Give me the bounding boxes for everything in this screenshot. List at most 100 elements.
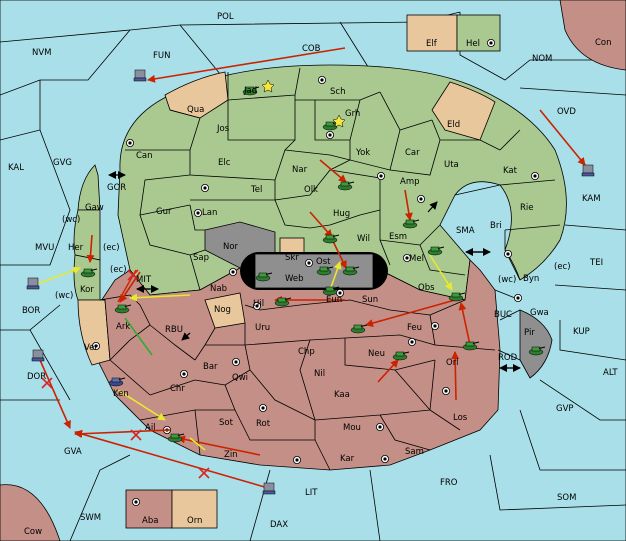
label-gor: GOR	[107, 183, 126, 193]
label-eld: Eld	[447, 120, 460, 130]
label-nor: Nor	[223, 242, 239, 252]
sea-borders	[0, 11, 626, 541]
label-sam: Sam	[405, 447, 424, 457]
label-ail: Ail	[145, 423, 156, 433]
label-uta: Uta	[444, 160, 459, 170]
label-zin: Zin	[224, 450, 238, 460]
province-eld[interactable]	[431, 81, 496, 141]
province-aba[interactable]	[125, 489, 173, 529]
label-bor: BOR	[22, 306, 40, 316]
label-feu: Feu	[407, 323, 422, 333]
label-gaw: Gaw	[85, 203, 104, 213]
label-rbu: RBU	[165, 325, 183, 335]
label-mou: Mou	[343, 423, 361, 433]
label-som: SOM	[557, 493, 576, 503]
label-mvu: MVU	[35, 243, 54, 253]
label-obs: Obs	[418, 283, 435, 293]
province-pir[interactable]	[519, 309, 553, 379]
label-car: Car	[405, 148, 420, 158]
label-orl: Orl	[446, 358, 459, 368]
label-gur: Gur	[156, 207, 172, 217]
label-ark: Ark	[116, 322, 130, 332]
label-tel: Tel	[250, 185, 262, 195]
label-pir: Pir	[524, 328, 535, 338]
label-rod: ROD	[498, 353, 518, 363]
label-alt: ALT	[603, 368, 618, 378]
label-orn: Orn	[187, 516, 202, 526]
label-neu: Neu	[368, 349, 385, 359]
province-orn[interactable]	[171, 489, 218, 529]
label-elc: Elc	[218, 158, 231, 168]
label-gvg: GVG	[53, 158, 72, 168]
label-her: Her	[68, 243, 84, 253]
label-esm: Esm	[389, 232, 407, 242]
label-aba: Aba	[142, 516, 158, 526]
province-ver[interactable]	[77, 299, 111, 366]
province-qua[interactable]	[164, 71, 229, 119]
label-ec-kor: (ec)	[110, 265, 127, 275]
label-sot: Sot	[219, 418, 234, 428]
label-nab: Nab	[210, 284, 227, 294]
label-jad: Jad	[243, 86, 257, 96]
label-ovd: OVD	[557, 107, 576, 117]
green-region-borders	[125, 67, 561, 291]
label-qua: Qua	[187, 105, 204, 115]
province-labels: POL COB NVM FUN NOM Con Elf Hel Jad Sch …	[8, 12, 618, 537]
label-nar: Nar	[292, 165, 308, 175]
label-kup: KUP	[573, 327, 590, 337]
label-chr: Chr	[170, 384, 185, 394]
province-elf[interactable]	[406, 14, 458, 52]
label-can: Can	[136, 151, 153, 161]
label-dax: DAX	[270, 520, 288, 530]
label-wil: Wil	[357, 234, 370, 244]
label-kal: KAL	[8, 163, 24, 173]
label-lan: Lan	[202, 208, 217, 218]
label-ec-her: (ec)	[103, 243, 120, 253]
label-hug: Hug	[333, 209, 350, 219]
label-gva: GVA	[64, 447, 82, 457]
label-rot: Rot	[256, 419, 271, 429]
label-yok: Yok	[355, 148, 370, 158]
label-pol: POL	[217, 12, 234, 22]
label-qwi: Qwi	[232, 373, 248, 383]
label-fun: FUN	[153, 51, 170, 61]
label-nvm: NVM	[32, 48, 52, 58]
star-markers	[261, 79, 346, 128]
label-fro: FRO	[440, 478, 458, 488]
label-elf: Elf	[426, 39, 438, 49]
label-kar: Kar	[340, 454, 355, 464]
label-dor: DOR	[27, 372, 46, 382]
label-kat: Kat	[503, 166, 518, 176]
label-mel: Mel	[409, 254, 424, 264]
label-grh: Grh	[345, 109, 360, 119]
label-bri: Bri	[490, 221, 502, 231]
label-cow: Cow	[24, 527, 42, 537]
label-tei: TEI	[589, 258, 603, 268]
label-wc-byn: (wc)	[498, 275, 516, 285]
label-web: Web	[285, 274, 304, 284]
label-uru: Uru	[255, 323, 270, 333]
label-sun: Sun	[362, 295, 378, 305]
failed-orders	[41, 269, 210, 479]
label-byn: Byn	[523, 274, 539, 284]
label-ver: Ver	[84, 343, 98, 353]
label-rie: Rie	[520, 203, 534, 213]
label-bar: Bar	[203, 362, 218, 372]
label-ken: Ken	[113, 389, 129, 399]
label-nog: Nog	[214, 305, 231, 315]
label-gwa: Gwa	[530, 308, 549, 318]
label-hel: Hel	[466, 39, 480, 49]
label-kor: Kor	[80, 285, 94, 295]
label-lit: LIT	[305, 488, 318, 498]
label-ec-byn: (ec)	[554, 262, 571, 272]
label-cob: COB	[302, 44, 321, 54]
label-swm: SWM	[80, 513, 101, 523]
label-chp: Chp	[298, 347, 315, 357]
label-gvp: GVP	[556, 404, 574, 414]
label-ost: Ost	[316, 257, 331, 267]
label-kam: KAM	[582, 194, 601, 204]
label-nom: NOM	[532, 54, 552, 64]
label-nil: Nil	[314, 369, 325, 379]
